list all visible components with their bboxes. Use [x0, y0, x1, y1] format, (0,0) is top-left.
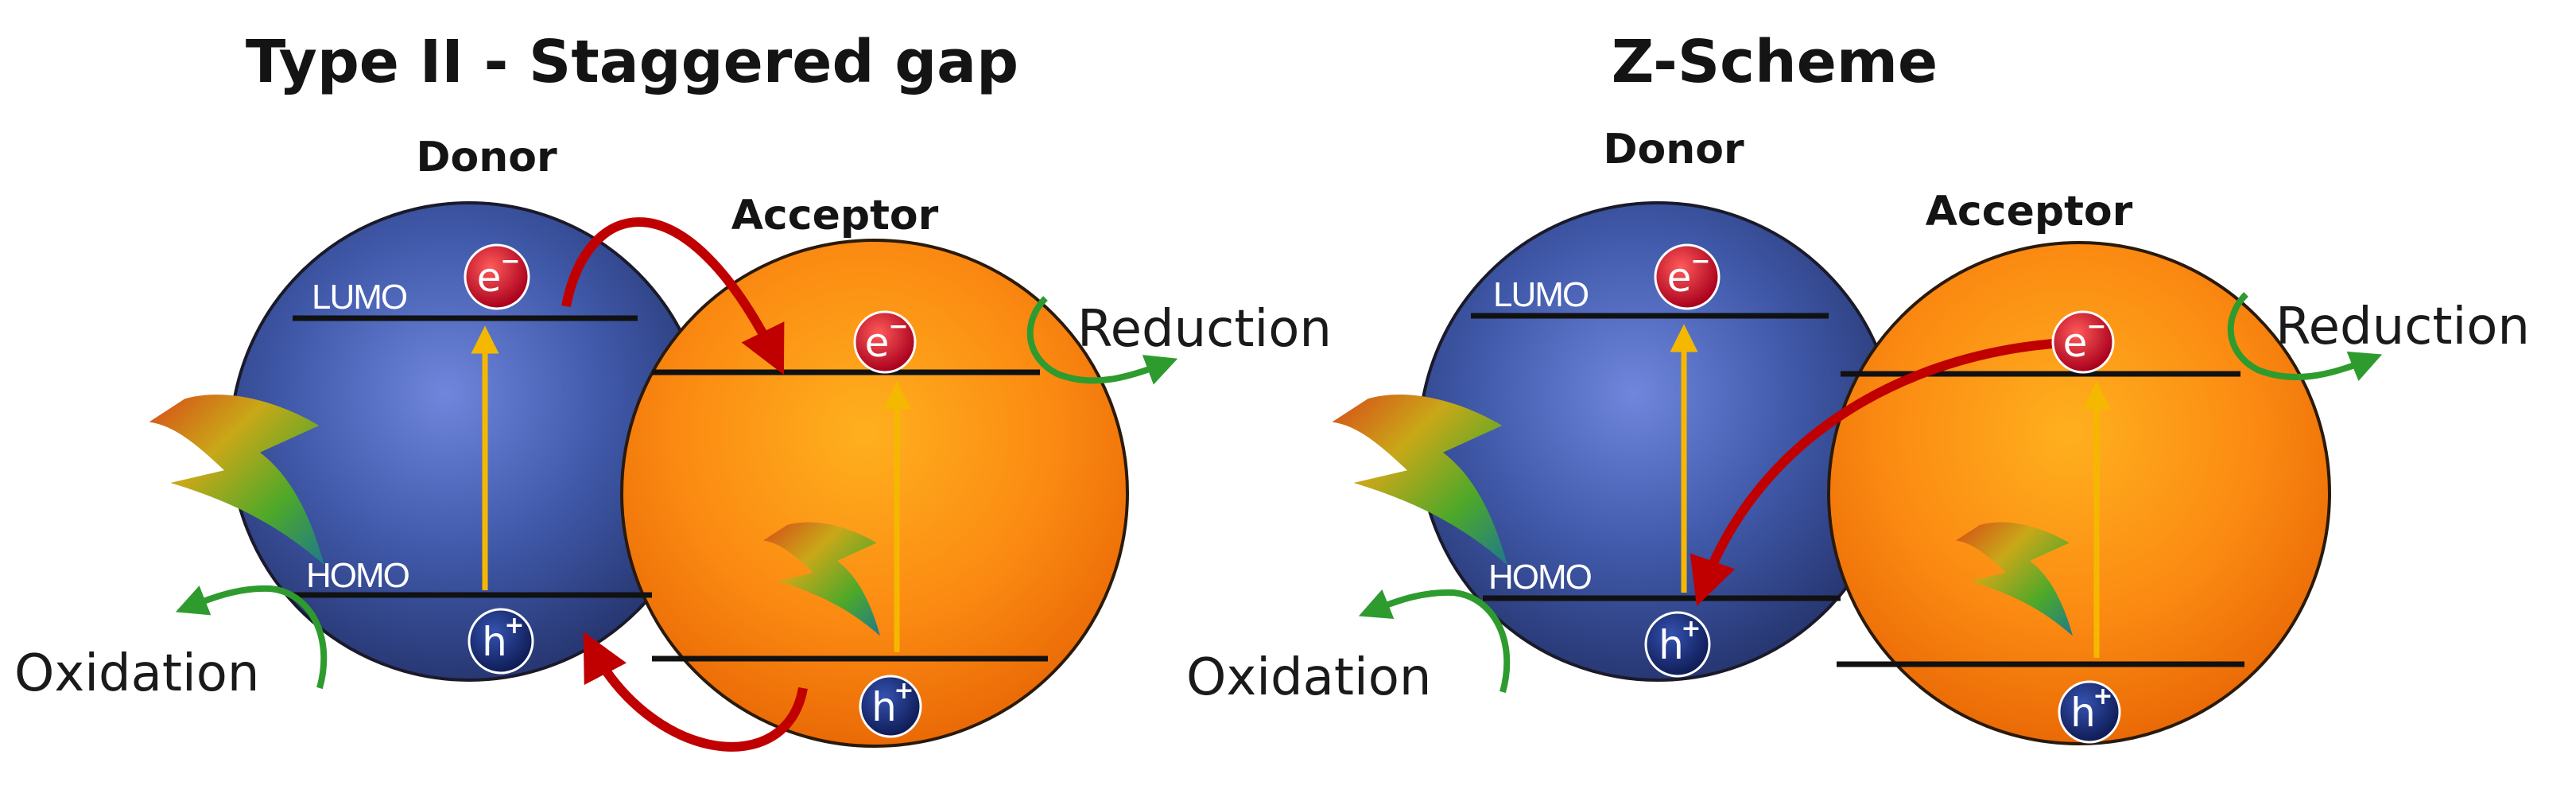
svg-text:−: −: [500, 247, 520, 275]
svg-text:h: h: [482, 619, 507, 665]
oxidation-label: Oxidation: [14, 644, 259, 703]
lumo-label: LUMO: [1493, 275, 1589, 314]
hole-donor: h +: [467, 608, 534, 675]
z-scheme-panel: Z-Scheme Donor Acceptor LUMO HOMO e −: [1186, 28, 2530, 745]
acceptor-label: Acceptor: [731, 192, 939, 239]
svg-text:e: e: [2063, 320, 2088, 366]
hole-donor: h +: [1644, 611, 1711, 678]
svg-text:e: e: [1667, 255, 1692, 301]
type-ii-panel: Type II - Staggered gap Donor Acceptor L…: [14, 28, 1332, 752]
acceptor-sphere: [1827, 241, 2331, 745]
acceptor-label: Acceptor: [1926, 188, 2133, 235]
hole-acceptor: h +: [2058, 680, 2121, 744]
electron-acceptor: e −: [853, 310, 917, 374]
electron-donor: e −: [464, 243, 530, 310]
z-recombination-arrow: [1690, 339, 2054, 606]
hole-acceptor: h +: [859, 675, 922, 738]
svg-text:h: h: [1658, 622, 1684, 668]
svg-text:+: +: [504, 612, 524, 640]
reduction-arrow: [1026, 296, 1178, 385]
lumo-label: LUMO: [312, 278, 407, 317]
svg-text:+: +: [894, 677, 914, 705]
electron-donor: e −: [1654, 243, 1721, 310]
type-ii-title: Type II - Staggered gap: [246, 28, 1018, 96]
donor-label: Donor: [1603, 126, 1744, 173]
oxidation-arrow: [175, 585, 328, 690]
svg-text:+: +: [1681, 615, 1701, 643]
reduction-arrow: [2227, 292, 2383, 381]
svg-text:−: −: [2086, 313, 2106, 340]
reduction-label: Reduction: [2275, 298, 2530, 356]
hole-transfer-arrow: [583, 632, 808, 752]
reduction-label: Reduction: [1077, 300, 1332, 359]
electron-transfer-arrow: [561, 217, 785, 375]
svg-text:−: −: [1690, 247, 1710, 275]
electron-acceptor: e −: [2051, 310, 2115, 374]
donor-label: Donor: [416, 134, 557, 181]
svg-text:−: −: [888, 313, 908, 340]
oxidation-arrow: [1358, 589, 1511, 694]
z-scheme-title: Z-Scheme: [1612, 28, 1938, 96]
oxidation-label: Oxidation: [1186, 648, 1431, 707]
svg-text:h: h: [871, 684, 897, 730]
svg-text:+: +: [2093, 683, 2112, 710]
svg-text:e: e: [477, 255, 502, 301]
svg-text:h: h: [2070, 690, 2096, 736]
homo-label: HOMO: [1488, 558, 1592, 597]
svg-text:e: e: [865, 320, 890, 366]
